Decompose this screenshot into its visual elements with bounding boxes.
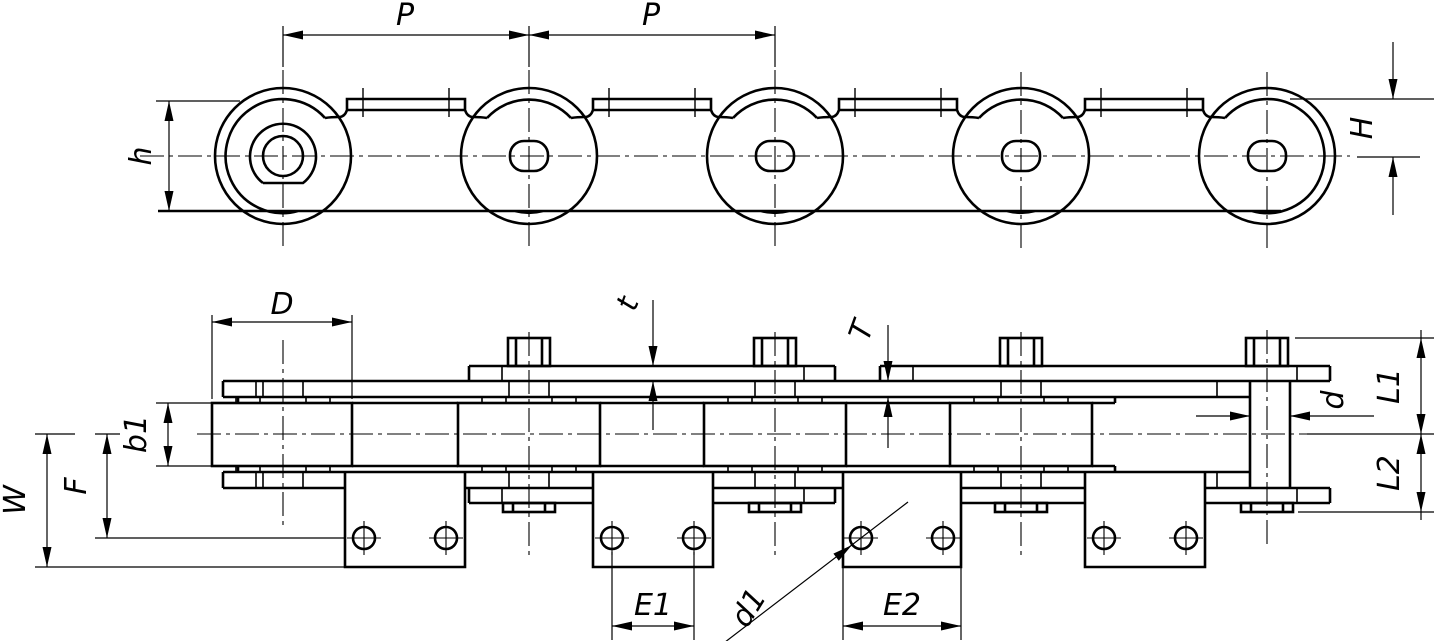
- attachment-lugs: [343, 472, 1207, 569]
- chain-plan-view: [210, 336, 1332, 569]
- dim-label-t: t: [610, 291, 647, 315]
- bolt-heads-bottom: [501, 501, 1295, 514]
- dim-label-F: F: [59, 477, 94, 495]
- dim-label-T: T: [842, 314, 882, 346]
- dim-label-pitch-left: P: [396, 0, 415, 33]
- dim-label-d1: d1: [724, 583, 774, 634]
- strip-ticks: [362, 88, 1188, 117]
- centerlines: [140, 70, 1350, 558]
- dimension-lines: [35, 26, 1434, 641]
- dimension-arrowheads: [42, 30, 1426, 631]
- dim-label-b1: b1: [119, 415, 154, 453]
- dim-label-L1: L1: [1372, 368, 1407, 404]
- roller-outline: [213, 86, 353, 226]
- dim-label-H: H: [1345, 117, 1380, 140]
- dim-label-E1: E1: [634, 588, 672, 623]
- dim-label-W: W: [0, 484, 33, 515]
- dim-label-E2: E2: [883, 588, 921, 623]
- pin-hole: [261, 134, 305, 178]
- link-plate-contour: [158, 97, 1326, 215]
- dim-label-pitch-right: P: [642, 0, 661, 33]
- plate-ticks: [235, 366, 1298, 503]
- bolt-heads: [506, 336, 1290, 368]
- roller-rect: [210, 401, 354, 468]
- dim-label-d: d: [1316, 390, 1351, 410]
- dim-label-D: D: [270, 287, 293, 322]
- bushing-outline: [248, 122, 318, 185]
- chain-side-view: [158, 86, 1337, 226]
- dim-label-h: h: [124, 146, 159, 165]
- dim-label-L2: L2: [1372, 455, 1407, 491]
